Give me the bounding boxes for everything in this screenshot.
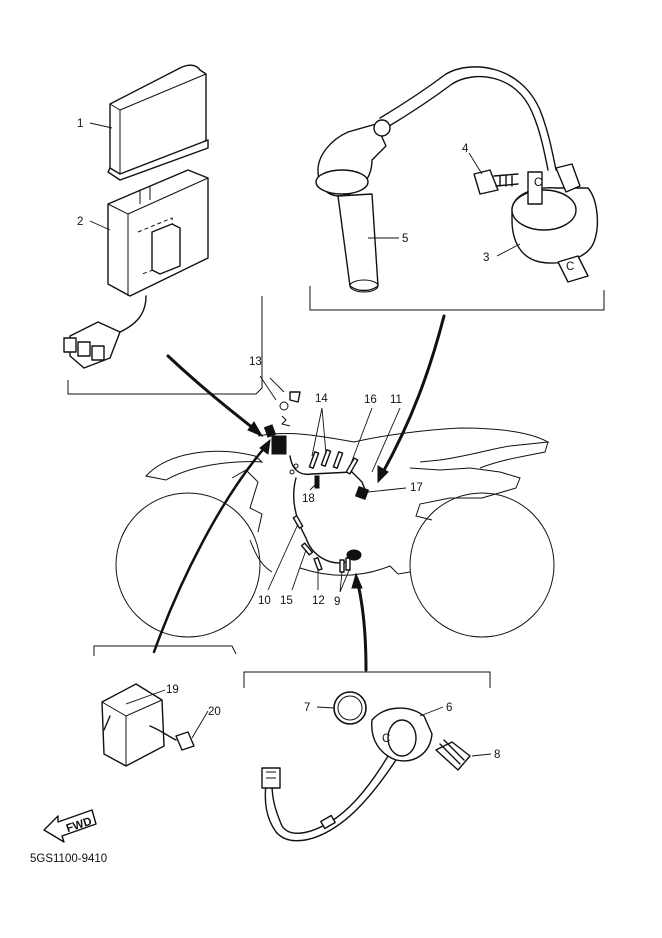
callout-17: 17 [410,482,423,494]
connector-9 [346,549,362,561]
callout-4: 4 [462,143,469,155]
rear-wheel [409,492,555,638]
callout-5: 5 [402,233,408,245]
part-13-unit [271,435,287,455]
svg-text:C: C [566,261,574,273]
callout-8: 8 [494,749,500,761]
svg-text:C: C [534,177,542,189]
callout-labels: 1 2 3 4 5 6 7 8 9 10 11 12 13 14 15 16 1… [77,118,500,761]
regulator-group [101,683,195,767]
callout-13: 13 [249,356,262,368]
cdi-unit-group [63,64,209,369]
leader-lines [89,122,521,757]
ignition-coil-group: C C [315,66,599,293]
callout-14: 14 [315,393,328,405]
panel-bottom-left [93,645,237,656]
callout-20: 20 [208,706,221,718]
arrow-switch [356,582,368,672]
diagram-code: 5GS1100-9410 [30,853,107,865]
callout-3: 3 [483,252,489,264]
wire-harness [263,391,370,573]
panel-bottom-right [243,671,491,688]
callout-11: 11 [390,394,402,406]
panel-top-left [67,296,263,395]
switch-group: C [261,691,471,842]
callout-10: 10 [258,595,271,607]
svg-text:C: C [382,733,390,745]
part-4-bolt [473,169,499,195]
part-7-o-ring [333,691,367,725]
fwd-arrow-icon: FWD [43,809,97,843]
part-19-regulator [101,683,165,767]
callout-6: 6 [446,702,452,714]
callout-18: 18 [302,493,315,505]
arrow-coil [380,314,446,476]
callout-19: 19 [166,684,179,696]
arrow-regulator [152,444,268,654]
callout-7: 7 [304,702,310,714]
motorcycle-outline [115,427,555,638]
callout-9: 9 [334,596,340,608]
callout-15: 15 [280,595,293,607]
callout-16: 16 [364,394,377,406]
callout-12: 12 [312,595,325,607]
part-20-bolt [175,731,195,751]
panel-top-right [309,286,605,311]
part-8-screw [435,741,471,771]
callout-1: 1 [77,118,83,130]
callout-2: 2 [77,216,83,228]
connector-17 [354,485,370,501]
front-wheel [115,492,261,638]
arrow-cdi [166,354,260,434]
